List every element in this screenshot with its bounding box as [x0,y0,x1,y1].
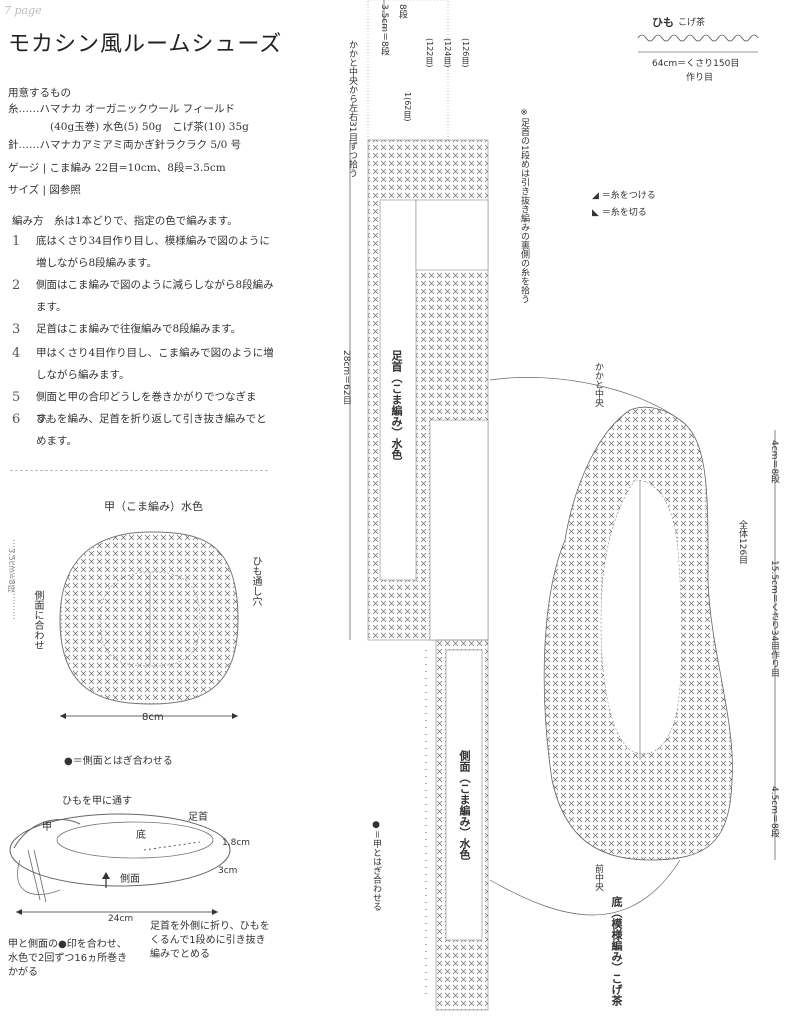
cut-symbol-icon: ◣ [592,208,602,218]
sts-122: (122目) [425,38,434,68]
himo-dim: 64cm＝くさり150目 [652,59,740,69]
pickup-note: かかと中央から左右31目ずつ拾う [347,40,357,178]
assembly-string-label: ひもを甲に通す [62,796,132,807]
step-number: 5 [12,390,21,405]
ankle-side-chart [349,0,489,1011]
assembly-side-label: 側面 [120,874,140,885]
step-text: 甲はくさり4目作り目し、こま編みで図のように増しながら編みます。 [36,347,274,381]
himo-color: こげ茶 [678,18,706,28]
step-text: ひもを編み、足首を折り返して引き抜き編みでとめます。 [36,413,267,447]
legend-cut-text: ＝糸を切る [601,208,647,218]
sole-chart [489,377,776,916]
section-divider [10,470,268,471]
step-number: 4 [12,346,21,361]
sole-dim-4: 4cm＝8段 [769,440,779,484]
assembly-drawing [9,813,231,915]
size-line: サイズ | 図参照 [8,184,81,196]
step-number: 1 [12,234,21,249]
step-number: 6 [12,412,21,427]
assembly-note-right: 足首を外側に折り、ひもをくるんで1段めに引き抜き編みでとめる [150,921,270,960]
kou-title: 甲（こま編み）水色 [104,500,203,513]
sole-total-label: 全体126目 [737,520,747,565]
dim-35: 3.5cm＝8段 [379,4,389,56]
sts-126: (126目) [461,38,470,68]
heel-center-label: かかと中央 [593,362,603,407]
ankle-label: 足首（こま編み）水色 [390,350,403,460]
step-text: 底はくさり34目作り目し、模様編みで図のように増しながら8段編みます。 [36,235,270,269]
page-title: モカシン風ルームシューズ [8,32,283,57]
assembly-dim-24: 24cm [108,914,134,924]
row-1-62: 1(62目) [403,92,412,122]
himo-title: ひも [652,16,674,29]
sts-124: (124目) [443,38,452,68]
sole-dim-45: 4.5cm＝8段 [769,786,779,838]
legend-cut: ◣ ＝糸を切る [592,205,647,218]
dim-28: 28cm＝62目 [341,350,351,405]
join-note: ●＝甲とはぎ合わせる [371,820,381,912]
sole-label: 底（模様編み）こげ茶 [610,896,623,1006]
assembly-ankle-label: 足首 [188,812,208,823]
yarn-line-2: (40g玉巻) 水色(5) 50g こげ茶(10) 35g [50,121,249,133]
step-number: 3 [12,322,21,337]
himo-note: 作り目 [686,73,714,83]
kou-height-label: 3.5cm=8段 [7,548,16,593]
page-number: 7 page [4,4,42,17]
toe-center-label: 前中央 [593,864,603,891]
step-text: 側面と甲の合印どうしを巻きかがりでつなぎます。 [36,391,257,425]
ankle-note: ※足首の1段めは引き抜き編みの裏側の糸を拾う [519,108,529,304]
gauge-line: ゲージ | こま編み 22目=10cm、8段=3.5cm [8,162,226,174]
assembly-bottom-label: 底 [136,830,146,841]
assembly-kou-label: 甲 [42,822,52,833]
step-text: 足首はこま編みで往復編みで8段編みます。 [36,323,242,335]
materials-heading: 用意するもの [8,87,71,99]
kou-legend: ●＝側面とはぎ合わせる [64,756,173,767]
method-heading: 編み方 糸は1本どりで、指定の色で編みます。 [12,215,238,227]
assembly-dim-18: 1.8cm [222,838,251,848]
hook-line: 針……ハマナカアミアミ両かぎ針ラクラク 5/0 号 [8,139,242,151]
attach-symbol-icon: ◢ [592,191,602,201]
kou-side-label: 側面に合わせ [32,590,43,650]
assembly-note-left: 甲と側面の●印を合わせ、水色で2回ずつ16ヵ所巻きかがる [8,939,128,978]
side-label: 側面（こま編み）水色 [458,750,471,860]
row-8: 8段 [397,4,407,19]
legend-attach: ◢ ＝糸をつける [592,188,656,201]
kou-diagram [13,531,239,719]
legend-attach-text: ＝糸をつける [601,191,656,201]
step-number: 2 [12,278,21,293]
assembly-dim-3: 3cm [218,866,238,876]
himo-chain-diagram [637,34,759,53]
yarn-line-1: 糸……ハマナカ オーガニックウール フィールド [8,103,235,115]
sole-dim-15: 15.5cm＝くさり34目作り目 [769,560,779,678]
kou-width-label: 8cm [142,712,164,723]
step-text: 側面はこま編みで図のように減らしながら8段編みます。 [36,279,274,313]
kou-string-label: ひも通し穴 [250,556,261,606]
